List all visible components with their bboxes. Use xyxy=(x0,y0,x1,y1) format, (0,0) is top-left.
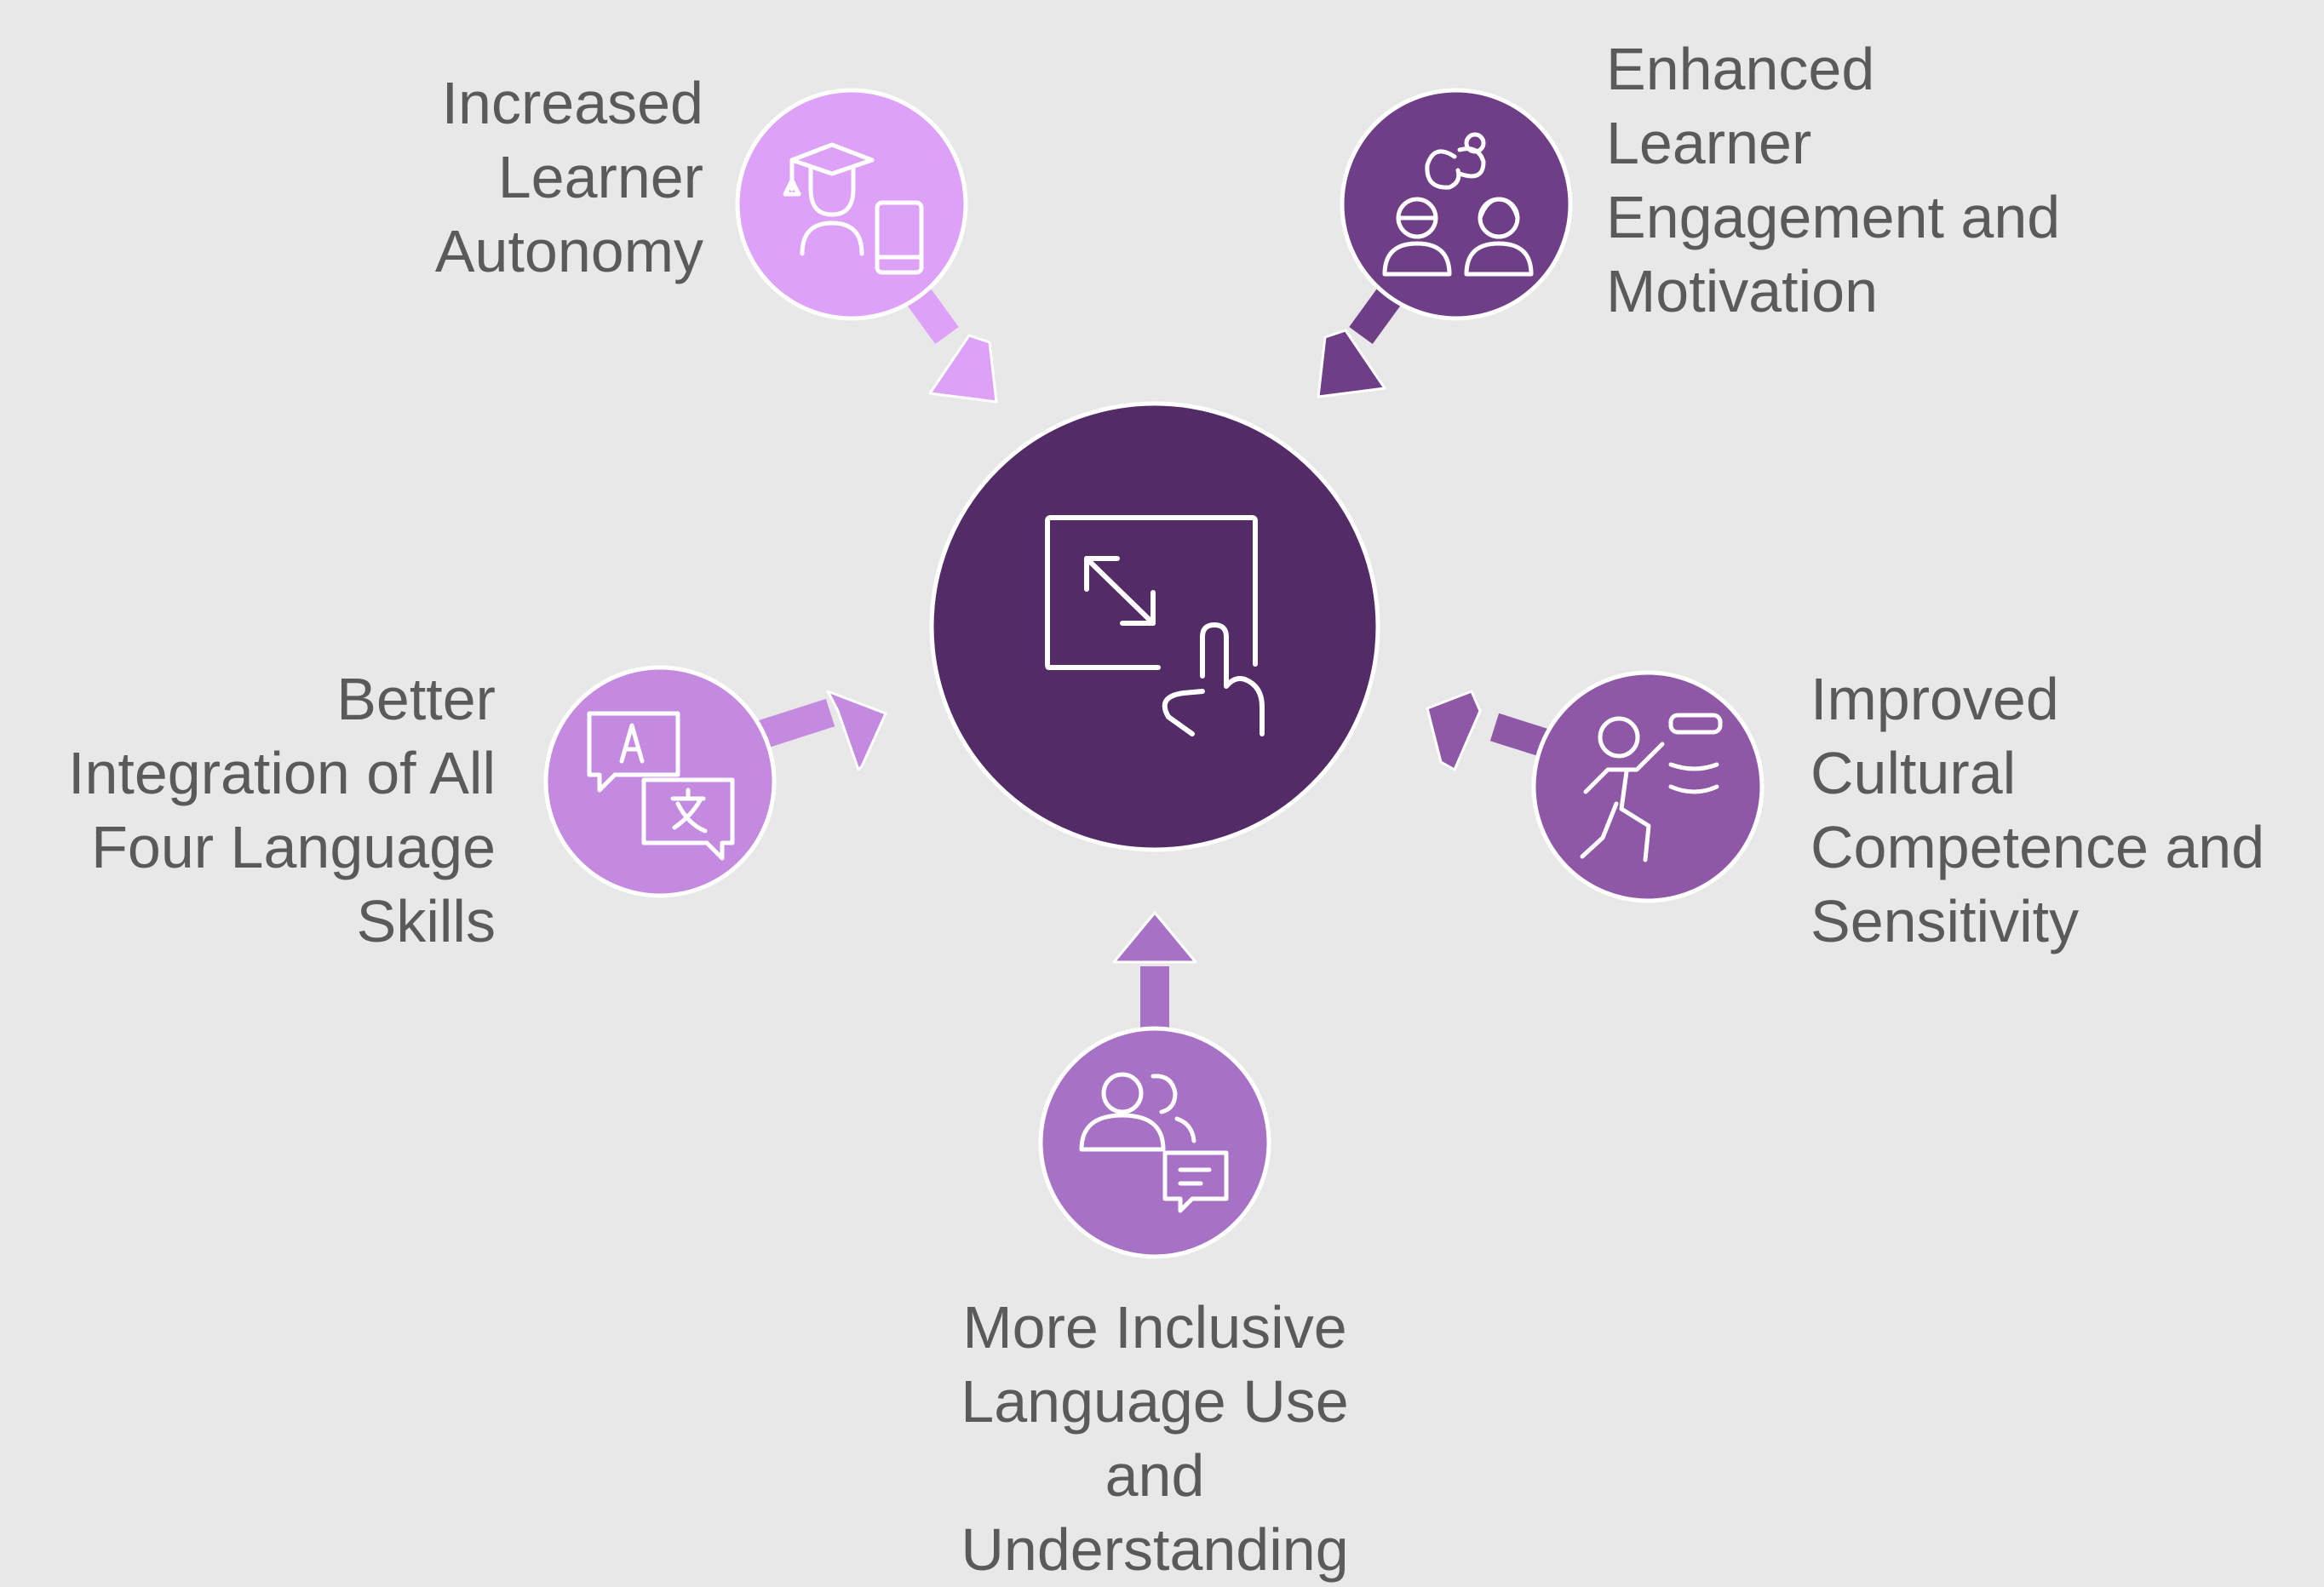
node-cultural xyxy=(1531,670,1765,903)
label-autonomy: Increased Learner Autonomy xyxy=(434,70,703,284)
touchscreen-resize-icon xyxy=(1045,515,1265,736)
students-collaboration-icon xyxy=(1382,132,1534,277)
node-autonomy xyxy=(735,88,968,321)
translation-bubbles-icon xyxy=(587,711,735,861)
running-person-icon xyxy=(1580,713,1723,862)
center-node xyxy=(929,401,1380,852)
label-engagement: Enhanced Learner Engagement and Motivati… xyxy=(1606,36,2061,324)
label-inclusive: More Inclusive Language Use and Understa… xyxy=(961,1294,1349,1583)
label-cultural: Improved Cultural Competence and Sensiti… xyxy=(1810,666,2265,954)
node-integration xyxy=(543,665,777,898)
graduate-mobile-icon xyxy=(783,142,924,275)
people-chat-icon xyxy=(1079,1072,1229,1213)
node-engagement xyxy=(1340,88,1573,321)
node-inclusive xyxy=(1038,1026,1271,1259)
label-integration: Better Integration of All Four Language … xyxy=(68,666,496,954)
